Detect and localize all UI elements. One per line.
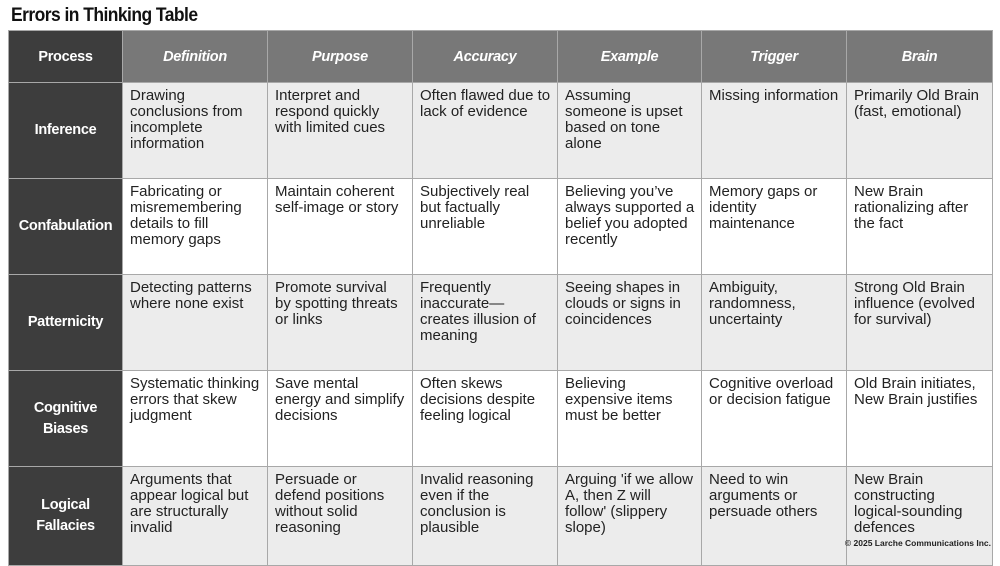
header-purpose: Purpose: [267, 30, 413, 83]
process-cell: Cognitive Biases: [8, 370, 123, 467]
accuracy-cell: Often skews decisions despite feeling lo…: [412, 370, 558, 467]
purpose-cell: Interpret and respond quickly with limit…: [267, 82, 413, 179]
definition-cell: Drawing conclusions from incomplete info…: [122, 82, 268, 179]
example-cell: Assuming someone is upset based on tone …: [557, 82, 702, 179]
brain-cell: Old Brain initiates, New Brain justifies: [846, 370, 993, 467]
trigger-cell: Cognitive overload or decision fatigue: [701, 370, 847, 467]
accuracy-cell: Subjectively real but factually unreliab…: [412, 178, 558, 275]
accuracy-cell: Often flawed due to lack of evidence: [412, 82, 558, 179]
purpose-cell: Save mental energy and simplify decision…: [267, 370, 413, 467]
accuracy-cell: Frequently inaccurate—creates illusion o…: [412, 274, 558, 371]
trigger-cell: Missing information: [701, 82, 847, 179]
process-cell: Logical Fallacies: [8, 466, 123, 566]
header-brain: Brain: [846, 30, 993, 83]
brain-cell: Primarily Old Brain (fast, emotional): [846, 82, 993, 179]
header-process: Process: [8, 30, 123, 83]
accuracy-cell: Invalid reasoning even if the conclusion…: [412, 466, 558, 566]
process-cell: Confabulation: [8, 178, 123, 275]
example-cell: Arguing 'if we allow A, then Z will foll…: [557, 466, 702, 566]
trigger-cell: Need to win arguments or persuade others: [701, 466, 847, 566]
header-definition: Definition: [122, 30, 268, 83]
definition-cell: Detecting patterns where none exist: [122, 274, 268, 371]
brain-cell: New Brain constructing logical-sounding …: [846, 466, 993, 566]
example-cell: Seeing shapes in clouds or signs in coin…: [557, 274, 702, 371]
brain-cell: New Brain rationalizing after the fact: [846, 178, 993, 275]
trigger-cell: Ambiguity, randomness, uncertainty: [701, 274, 847, 371]
purpose-cell: Promote survival by spotting threats or …: [267, 274, 413, 371]
definition-cell: Arguments that appear logical but are st…: [122, 466, 268, 566]
copyright: © 2025 Larche Communications Inc.: [844, 538, 991, 548]
header-example: Example: [557, 30, 702, 83]
page-title: Errors in Thinking Table: [11, 5, 198, 26]
example-cell: Believing you’ve always supported a beli…: [557, 178, 702, 275]
brain-cell: Strong Old Brain influence (evolved for …: [846, 274, 993, 371]
header-row: Process Definition Purpose Accuracy Exam…: [8, 30, 993, 83]
header-trigger: Trigger: [701, 30, 847, 83]
process-cell: Inference: [8, 82, 123, 179]
errors-table: Process Definition Purpose Accuracy Exam…: [8, 30, 993, 566]
purpose-cell: Persuade or defend positions without sol…: [267, 466, 413, 566]
purpose-cell: Maintain coherent self-image or story: [267, 178, 413, 275]
process-cell: Patternicity: [8, 274, 123, 371]
definition-cell: Systematic thinking errors that skew jud…: [122, 370, 268, 467]
definition-cell: Fabricating or misremembering details to…: [122, 178, 268, 275]
example-cell: Believing expensive items must be better: [557, 370, 702, 467]
header-accuracy: Accuracy: [412, 30, 558, 83]
trigger-cell: Memory gaps or identity maintenance: [701, 178, 847, 275]
